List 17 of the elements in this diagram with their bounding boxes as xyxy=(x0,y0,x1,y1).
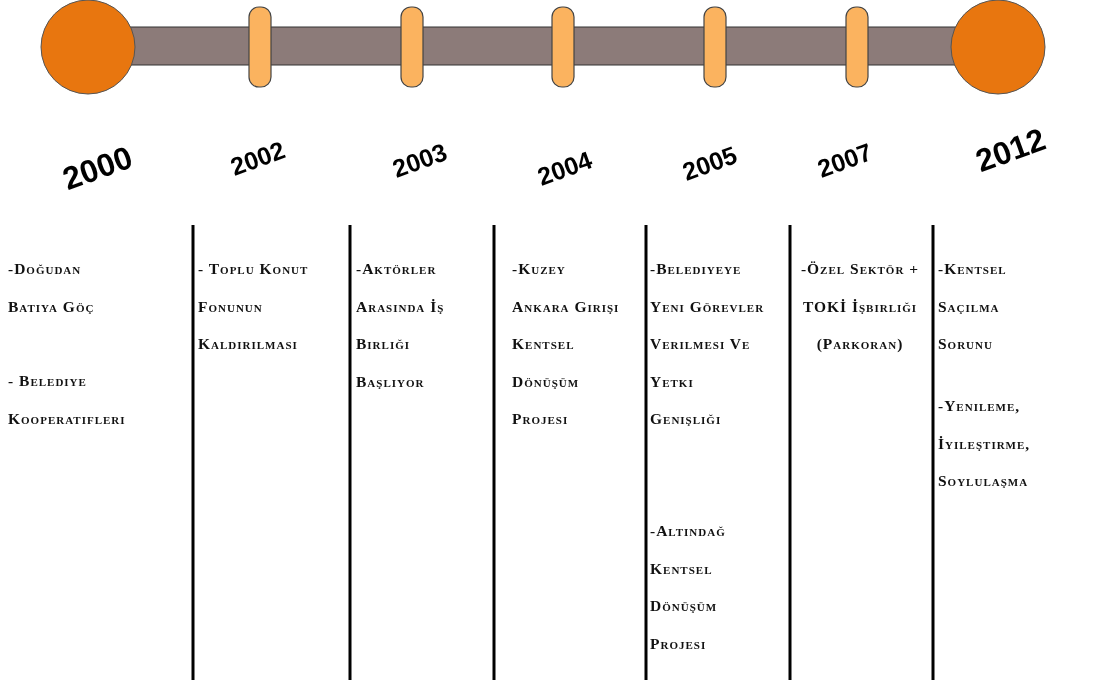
year-label: 2005 xyxy=(678,139,741,187)
event-text: -Yenileme, İyileştirme, Soylulaşma xyxy=(938,396,1032,491)
event-text: -Özel Sektör + TOKİ İşbirliği (Parkoran) xyxy=(799,259,921,354)
year-label: 2000 xyxy=(57,138,137,198)
event-text: -Doğudan Batıya Göç xyxy=(8,259,96,317)
year-label: 2003 xyxy=(388,136,451,184)
event-text: - Toplu Konut Fonunun Kaldırılması xyxy=(198,259,310,354)
event-text: - Belediye Kooperatifleri xyxy=(8,371,127,429)
event-text: -Kentsel Saçılma Sorunu xyxy=(938,259,1008,354)
event-text: -Altındağ Kentsel Dönüşüm Projesi xyxy=(650,521,727,654)
year-label: 2002 xyxy=(226,134,289,182)
event-text: -Kuzey Ankara Girişi Kentsel Dönüşüm Projesi xyxy=(512,259,621,429)
year-label: 2012 xyxy=(970,120,1050,180)
event-text: -Belediyeye Yeni Görevler Verilmesi Ve Yetki Genişliği xyxy=(650,259,766,429)
event-text: -Aktörler Arasında İş Birliği Başlıyor xyxy=(356,259,446,392)
year-label: 2007 xyxy=(813,136,876,184)
year-label: 2004 xyxy=(533,144,596,192)
